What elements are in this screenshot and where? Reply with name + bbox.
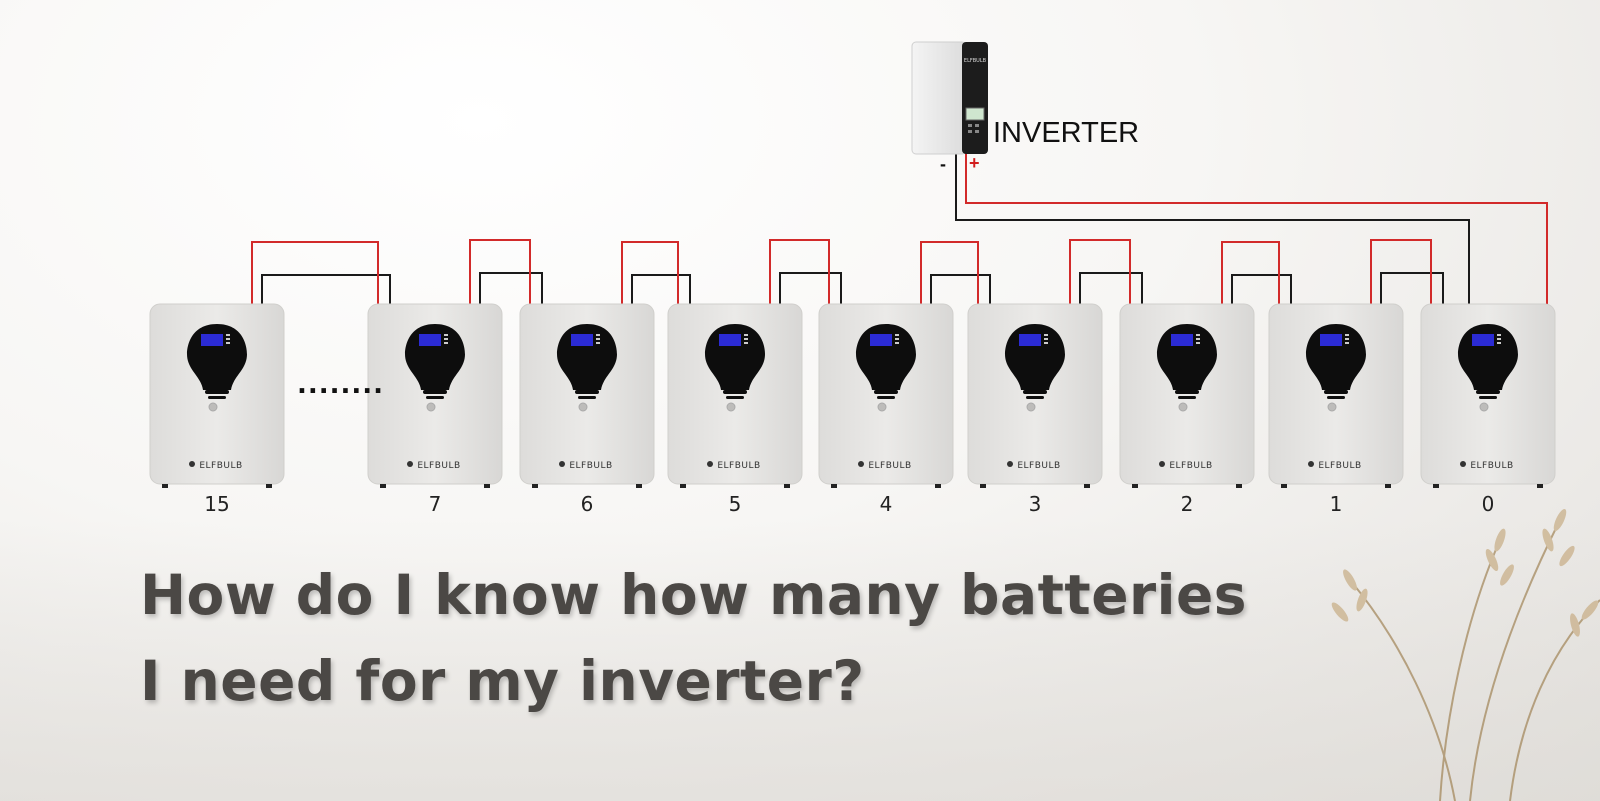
- battery-3: ELFBULB: [967, 303, 1103, 488]
- battery-5: ELFBULB: [667, 303, 803, 488]
- wheat-decoration: [1331, 508, 1600, 801]
- background-haze: [0, 520, 1600, 801]
- lcd-screen: [1320, 334, 1342, 346]
- battery-number-2: 2: [1180, 492, 1194, 516]
- battery-number-0: 0: [1481, 492, 1495, 516]
- power-button-icon: [726, 402, 736, 412]
- battery-0: ELFBULB: [1420, 303, 1556, 488]
- negative-link: [1380, 272, 1444, 304]
- battery-number-7: 7: [428, 492, 442, 516]
- positive-link: [920, 241, 979, 304]
- lcd-screen: [419, 334, 441, 346]
- negative-link: [631, 274, 691, 304]
- headline-line-2: I need for my inverter?: [140, 649, 865, 713]
- battery-6: ELFBULB: [519, 303, 655, 488]
- battery-number-1: 1: [1329, 492, 1343, 516]
- battery-brand-logo: ELFBULB: [1017, 461, 1060, 471]
- battery-brand-logo: ELFBULB: [1470, 461, 1513, 471]
- power-button-icon: [877, 402, 887, 412]
- negative-terminal-label: -: [940, 154, 946, 174]
- inverter-label: INVERTER: [993, 117, 1140, 149]
- lcd-screen: [719, 334, 741, 346]
- positive-link: [769, 239, 830, 304]
- battery-1: ELFBULB: [1268, 303, 1404, 488]
- battery-2: ELFBULB: [1119, 303, 1255, 488]
- negative-link: [1079, 272, 1143, 304]
- lcd-screen: [870, 334, 892, 346]
- battery-brand-logo: ELFBULB: [717, 461, 760, 471]
- lcd-screen: [571, 334, 593, 346]
- battery-ellipsis: ........: [297, 370, 385, 400]
- negative-link: [779, 272, 842, 304]
- negative-link: [479, 272, 543, 304]
- positive-link: [1221, 241, 1280, 304]
- battery-15: ELFBULB: [149, 303, 285, 488]
- power-button-icon: [426, 402, 436, 412]
- battery-bank: ELFBULB ELFBULB ELFBULB ELFBULB ELFBULB ELFBU…: [149, 303, 1556, 488]
- positive-link: [1069, 239, 1131, 304]
- inverter-positive-wire: [965, 150, 1548, 304]
- battery-brand-logo: ELFBULB: [199, 461, 242, 471]
- battery-4: ELFBULB: [818, 303, 954, 488]
- battery-brand-logo: ELFBULB: [1318, 461, 1361, 471]
- power-button-icon: [1026, 402, 1036, 412]
- battery-brand-logo: ELFBULB: [417, 461, 460, 471]
- battery-7: ELFBULB: [367, 303, 503, 488]
- lcd-screen: [201, 334, 223, 346]
- positive-link: [469, 239, 531, 304]
- battery-brand-logo: ELFBULB: [868, 461, 911, 471]
- power-button-icon: [208, 402, 218, 412]
- lcd-screen: [1019, 334, 1041, 346]
- battery-brand-logo: ELFBULB: [1169, 461, 1212, 471]
- lcd-screen: [1472, 334, 1494, 346]
- negative-link: [1231, 274, 1292, 304]
- inverter-negative-wire: [955, 150, 1470, 304]
- positive-link: [251, 241, 379, 304]
- power-button-icon: [1178, 402, 1188, 412]
- negative-link: [261, 274, 391, 304]
- power-button-icon: [578, 402, 588, 412]
- battery-brand-logo: ELFBULB: [569, 461, 612, 471]
- power-button-icon: [1327, 402, 1337, 412]
- headline-line-1: How do I know how many batteries: [140, 563, 1248, 627]
- lcd-screen: [1171, 334, 1193, 346]
- positive-terminal-label: +: [969, 153, 980, 173]
- power-button-icon: [1479, 402, 1489, 412]
- battery-number-3: 3: [1028, 492, 1042, 516]
- battery-number-4: 4: [879, 492, 893, 516]
- battery-number-6: 6: [580, 492, 594, 516]
- headline: How do I know how many batteries I need …: [140, 552, 1247, 724]
- inverter-unit: ELFBULB: [911, 41, 988, 155]
- positive-link: [1370, 239, 1432, 304]
- battery-number-15: 15: [204, 492, 230, 516]
- positive-link: [621, 241, 679, 304]
- wiring: [251, 150, 1548, 304]
- negative-link: [930, 274, 991, 304]
- inverter-brand-logo: ELFBULB: [964, 58, 987, 64]
- battery-number-5: 5: [728, 492, 742, 516]
